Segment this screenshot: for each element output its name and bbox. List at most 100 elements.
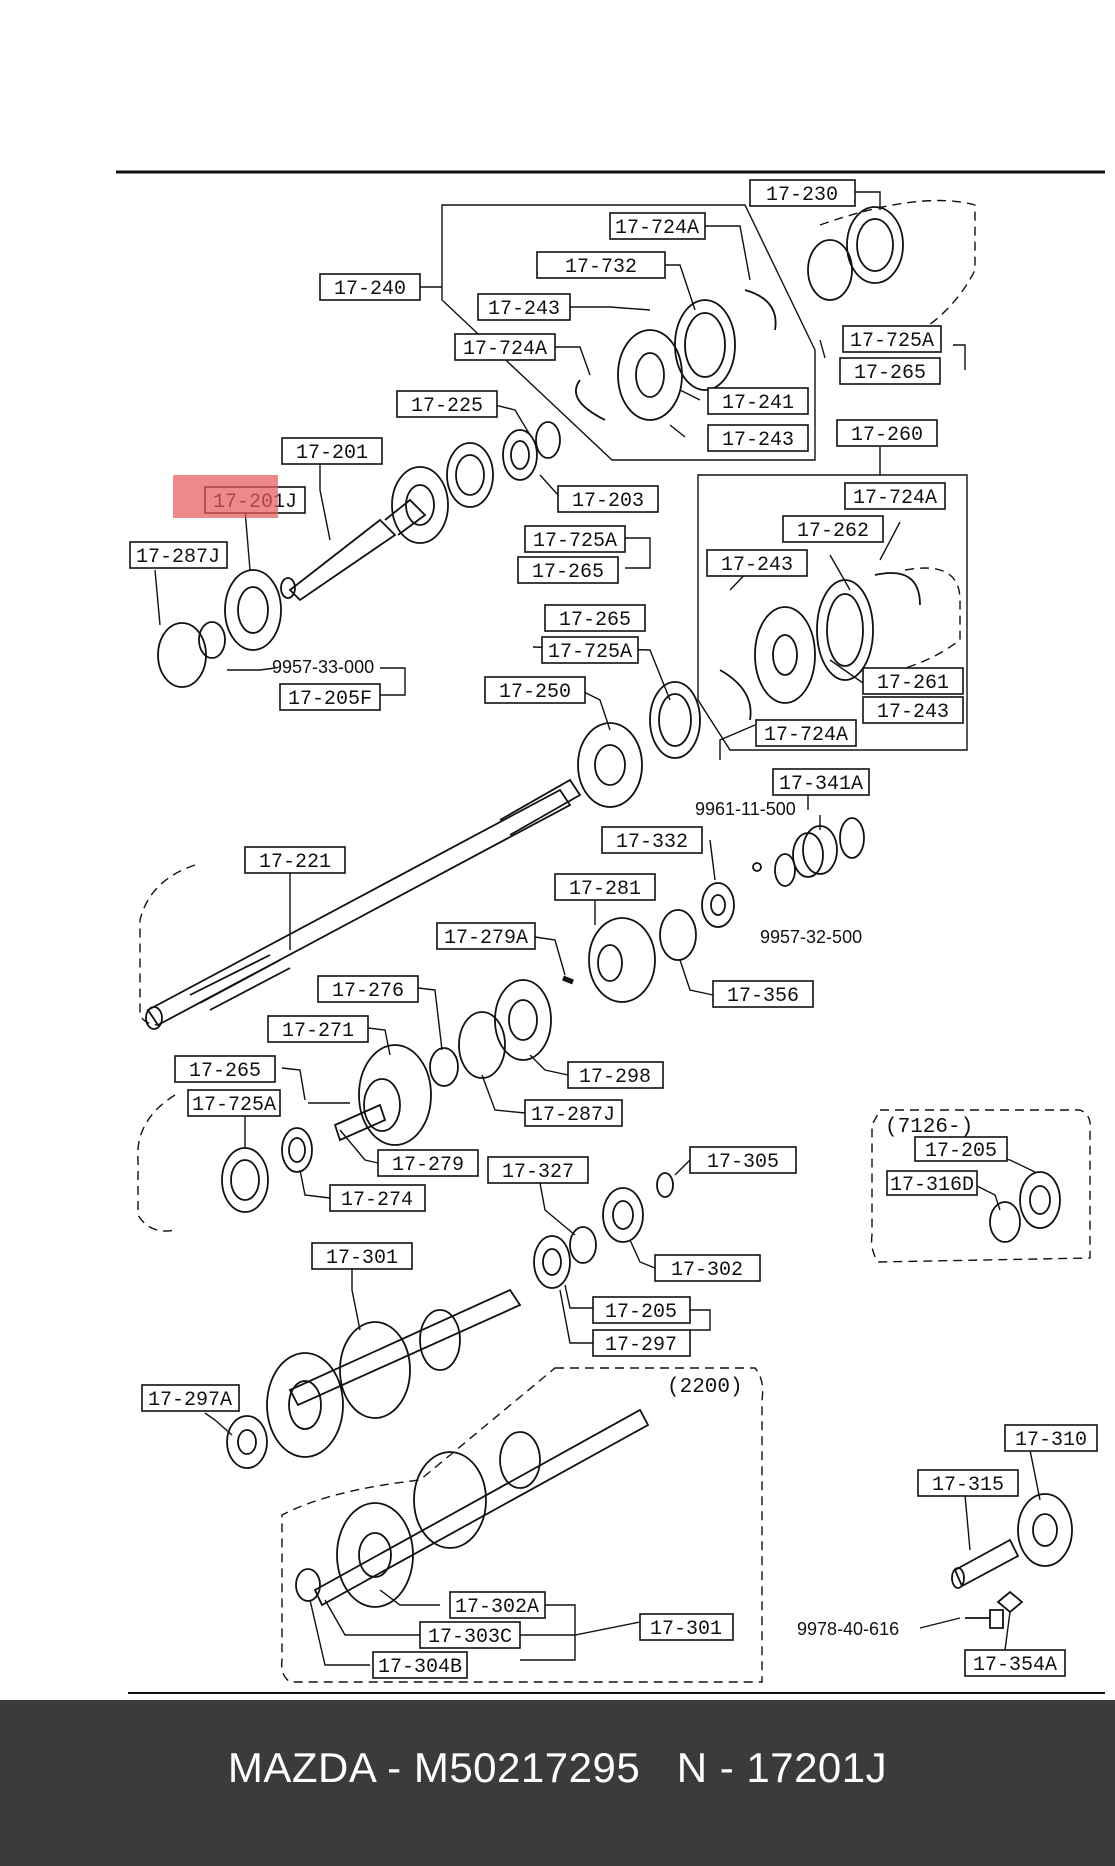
svg-text:17-281: 17-281 [569,878,641,901]
svg-text:17-274: 17-274 [341,1189,413,1212]
sync-ring-17-725a-c [649,681,701,759]
label-17-265-l: 17-265 [174,1055,276,1083]
label-17-298: 17-298 [567,1061,664,1089]
label-17-279: 17-279 [377,1149,479,1177]
label-17-243-b: 17-243 [707,424,809,452]
clutch-hub-17-341a [752,817,865,887]
washer-17-276 [429,1047,459,1087]
label-17-265-c: 17-265 [517,556,619,584]
countershaft-17-301 [266,1288,522,1458]
snap-ring-9957 [198,621,226,659]
label-17-725a-d: 17-725A [541,636,639,664]
label-17-310: 17-310 [1004,1424,1098,1452]
label-17-725a-l: 17-725A [187,1089,281,1117]
note-9957-33-000: 9957-33-000 [272,657,374,677]
label-17-265-right: 17-265 [839,357,941,385]
label-17-240: 17-240 [319,273,421,301]
svg-text:17-305: 17-305 [707,1151,779,1174]
svg-text:17-356: 17-356 [727,985,799,1008]
label-17-281: 17-281 [554,873,656,901]
label-17-302: 17-302 [654,1254,761,1282]
gear-17-250 [577,722,643,808]
svg-text:17-279: 17-279 [392,1154,464,1177]
snap-ring-17-305 [656,1172,674,1198]
bearing-17-201j [224,569,282,651]
label-17-260: 17-260 [836,419,938,447]
label-17-221: 17-221 [244,846,346,874]
svg-text:17-243: 17-243 [877,701,949,724]
needle-bearing-17-203 [502,421,561,481]
bearing-inset-17-205 [989,1171,1061,1243]
label-17-725a-right: 17-725A [842,325,942,353]
note-9961-11-500: 9961-11-500 [695,799,796,819]
note-9978-40-616: 9978-40-616 [797,1619,899,1639]
label-17-205-inset: 17-205 [914,1136,1008,1163]
svg-text:17-724A: 17-724A [853,487,937,510]
svg-text:17-201: 17-201 [296,442,368,465]
svg-text:17-724A: 17-724A [463,338,547,361]
label-17-287j-b: 17-287J [524,1099,623,1127]
label-17-243-r2: 17-243 [862,696,964,724]
svg-text:17-271: 17-271 [282,1020,354,1043]
svg-text:17-225: 17-225 [411,395,483,418]
label-17-732: 17-732 [536,251,666,279]
bolt-9978 [965,1609,1004,1629]
svg-text:17-279A: 17-279A [444,927,528,950]
svg-text:17-262: 17-262 [797,520,869,543]
bearing-17-205 [533,1235,571,1289]
nut-17-332 [701,882,735,928]
svg-text:17-241: 17-241 [722,392,794,415]
svg-text:17-265: 17-265 [532,561,604,584]
svg-text:17-203: 17-203 [572,490,644,513]
sync-ring-17-725a [446,442,494,508]
svg-text:17-205: 17-205 [925,1140,997,1163]
label-17-201: 17-201 [281,437,383,465]
label-17-262: 17-262 [782,515,884,543]
svg-text:17-287J: 17-287J [136,546,220,569]
svg-text:17-732: 17-732 [565,256,637,279]
label-17-225: 17-225 [396,390,498,418]
svg-text:17-205F: 17-205F [288,688,372,711]
label-17-243-r: 17-243 [706,549,808,577]
label-17-301: 17-301 [311,1242,413,1270]
svg-text:17-243: 17-243 [721,554,793,577]
label-17-316d: 17-316D [886,1170,978,1197]
snap-ring-17-287j-b [458,1011,506,1079]
svg-text:17-315: 17-315 [932,1474,1004,1497]
thrust-washer-17-356 [659,909,697,961]
washer-17-327 [569,1226,597,1264]
label-17-205: 17-205 [592,1296,691,1324]
svg-text:17-298: 17-298 [579,1066,651,1089]
reverse-idler-shaft-17-315 [953,1538,1020,1588]
label-17-230: 17-230 [749,179,856,207]
label-17-724a-r: 17-724A [844,482,946,510]
label-17-724a-top: 17-724A [609,212,706,240]
svg-text:17-240: 17-240 [334,278,406,301]
svg-text:17-316D: 17-316D [890,1174,974,1197]
svg-text:17-301: 17-301 [650,1618,722,1641]
label-17-304b: 17-304B [372,1651,468,1679]
label-17-341a: 17-341A [772,768,870,796]
label-17-332: 17-332 [601,826,703,854]
svg-text:17-303C: 17-303C [428,1626,512,1649]
label-17-241: 17-241 [707,387,809,415]
label-17-205f: 17-205F [279,683,381,711]
main-shaft-17-221 [145,778,582,1030]
bearing-17-298 [494,979,552,1061]
footer-caption: MAZDA - M50217295 N - 17201J [227,1744,888,1791]
label-17-279a: 17-279A [436,922,536,950]
svg-text:17-301: 17-301 [326,1247,398,1270]
gear-17-271 [333,1044,432,1146]
label-17-302a: 17-302A [449,1591,546,1619]
svg-text:17-205: 17-205 [605,1301,677,1324]
label-17-725a-c: 17-725A [524,525,626,553]
svg-text:17-725A: 17-725A [192,1094,276,1117]
footer-bar: MAZDA - M50217295 N - 17201J [0,1700,1115,1866]
gear-17-302 [602,1187,644,1243]
svg-text:17-724A: 17-724A [615,217,699,240]
svg-text:17-302: 17-302 [671,1259,743,1282]
svg-text:17-287J: 17-287J [531,1104,615,1127]
parts-diagram: 17-230 17-724A 17-732 17-240 17-243 17-7… [116,170,1105,1694]
label-17-203: 17-203 [557,485,659,513]
svg-text:17-261: 17-261 [877,672,949,695]
